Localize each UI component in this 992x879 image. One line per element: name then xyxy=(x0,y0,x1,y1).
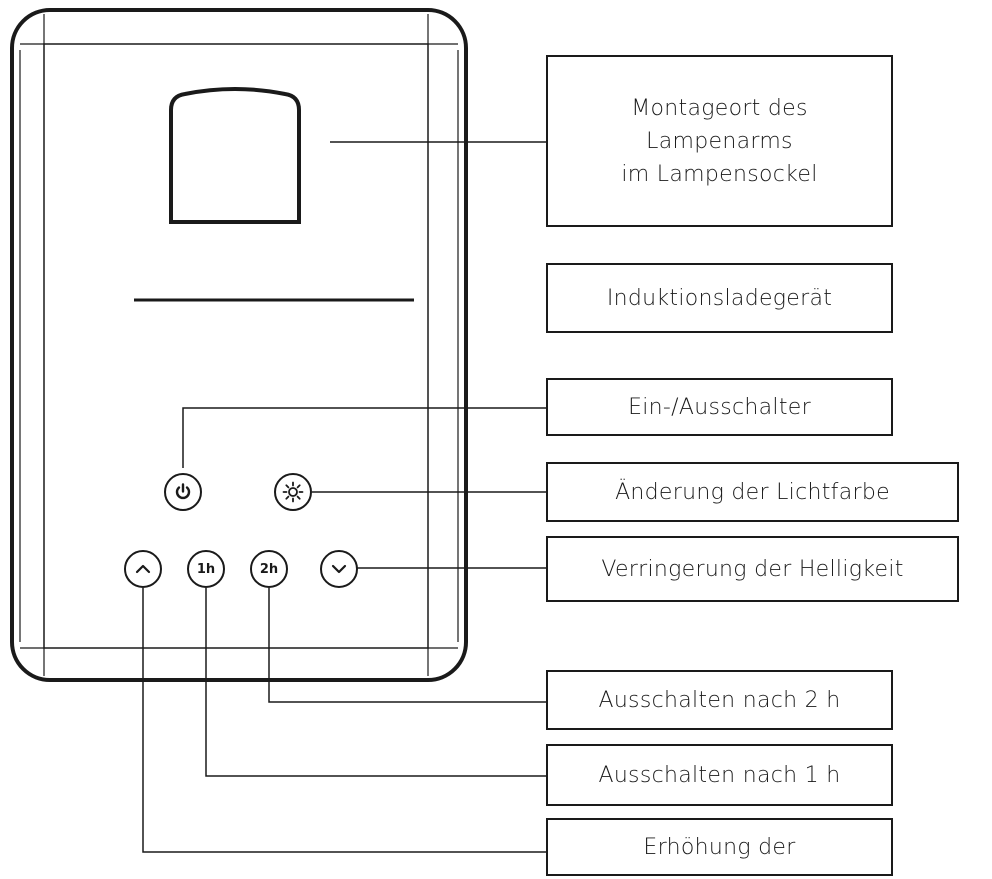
callout-off-1h: Ausschalten nach 1 h xyxy=(546,744,893,806)
callout-off-2h-text: Ausschalten nach 2 h xyxy=(598,687,841,713)
callout-color: Änderung der Lichtfarbe xyxy=(546,462,959,522)
leader-1h xyxy=(205,588,546,777)
callout-mount: Montageort des Lampenarms im Lampensocke… xyxy=(546,55,893,227)
callout-increase: Erhöhung der xyxy=(546,818,893,876)
power-button[interactable] xyxy=(164,473,202,511)
callout-power-text: Ein-/Ausschalter xyxy=(628,394,811,420)
timer-2h-label: 2h xyxy=(259,561,279,577)
callout-mount-text: Montageort des Lampenarms im Lampensocke… xyxy=(621,95,818,187)
callout-charger-text: Induktionsladegerät xyxy=(606,285,833,311)
leader-increase xyxy=(142,588,546,853)
chevron-up-icon xyxy=(135,564,151,574)
timer-2h-button[interactable]: 2h xyxy=(250,550,288,588)
power-icon xyxy=(175,483,191,500)
sun-icon xyxy=(282,481,304,503)
corner-bevels xyxy=(19,14,459,676)
callout-decrease-text: Verringerung der Helligkeit xyxy=(601,556,904,582)
lamp-arm-mount-socket xyxy=(169,87,301,224)
callout-color-text: Änderung der Lichtfarbe xyxy=(615,479,890,505)
light-color-button[interactable] xyxy=(274,473,312,511)
brightness-up-button[interactable] xyxy=(124,550,162,588)
callout-decrease: Verringerung der Helligkeit xyxy=(546,536,959,602)
callout-charger: Induktionsladegerät xyxy=(546,263,893,333)
timer-1h-button[interactable]: 1h xyxy=(187,550,225,588)
timer-1h-label: 1h xyxy=(196,561,216,577)
brightness-down-button[interactable] xyxy=(320,550,358,588)
callout-off-2h: Ausschalten nach 2 h xyxy=(546,670,893,730)
callout-off-1h-text: Ausschalten nach 1 h xyxy=(598,762,841,788)
leader-power xyxy=(182,407,546,468)
chevron-down-icon xyxy=(331,564,347,574)
callout-power: Ein-/Ausschalter xyxy=(546,378,893,436)
leader-2h xyxy=(268,588,546,703)
callout-increase-text: Erhöhung der xyxy=(643,834,796,860)
